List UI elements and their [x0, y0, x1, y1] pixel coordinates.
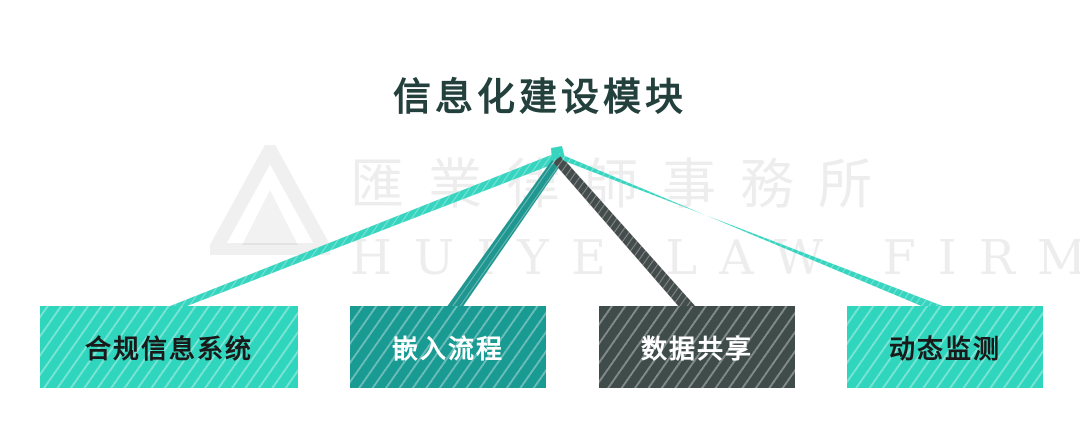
- node-compliance-system: 合规信息系统: [40, 306, 298, 388]
- node-label: 合规信息系统: [84, 334, 253, 365]
- node-label: 动态监测: [888, 334, 1001, 365]
- diagram-title: 信息化建设模块: [392, 75, 687, 119]
- node-label: 嵌入流程: [391, 334, 504, 365]
- node-label: 数据共享: [640, 334, 753, 365]
- link-hatch-3: [553, 156, 697, 308]
- node-dynamic-monitoring: 动态监测: [847, 306, 1043, 388]
- link-hatch-1: [165, 155, 559, 308]
- node-data-sharing: 数据共享: [599, 306, 795, 388]
- node-embed-process: 嵌入流程: [350, 306, 546, 388]
- link-hatch-2: [446, 160, 560, 308]
